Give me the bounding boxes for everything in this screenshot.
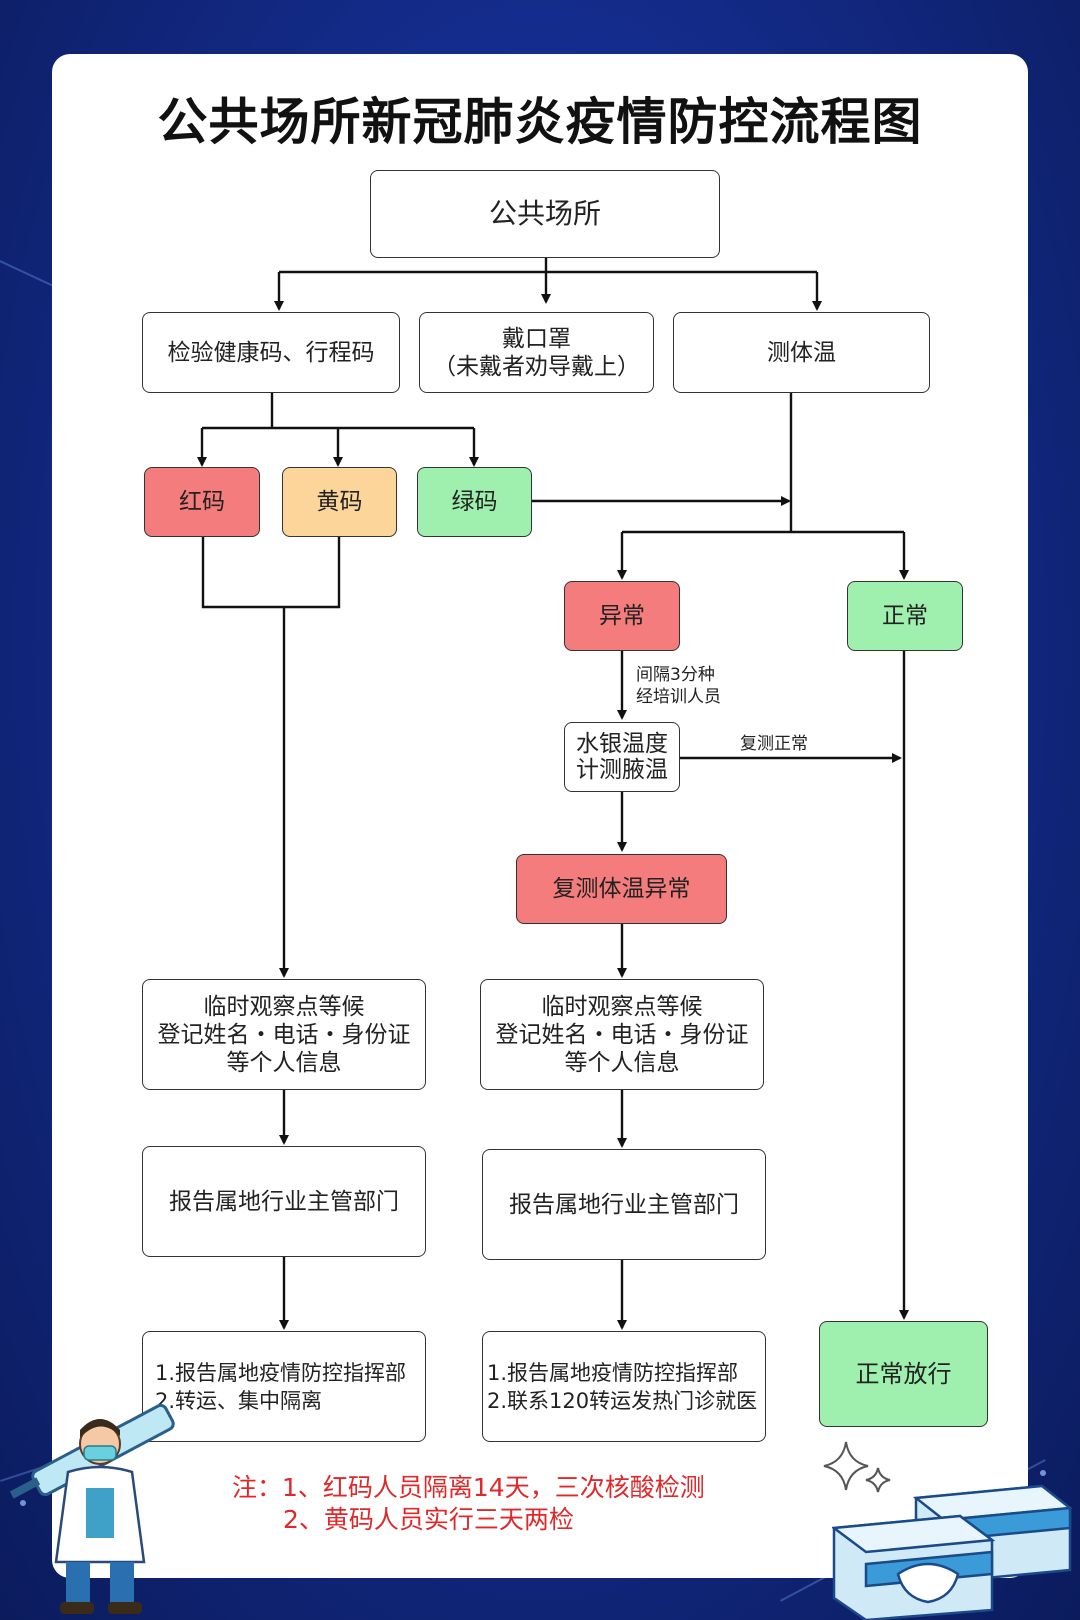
node-abnormal: 异常 — [564, 581, 680, 651]
node-observe-right: 临时观察点等候 登记姓名・电话・身份证 等个人信息 — [480, 979, 764, 1090]
footnote-line-1: 注：1、红码人员隔离14天，三次核酸检测 — [232, 1473, 705, 1502]
node-final-left: 1.报告属地疫情防控指挥部 2.转运、集中隔离 — [142, 1331, 426, 1442]
node-normal: 正常 — [847, 581, 963, 651]
label-retest-normal: 复测正常 — [740, 734, 808, 754]
node-report-right: 报告属地行业主管部门 — [482, 1149, 766, 1260]
node-yellow-code: 黄码 — [282, 467, 397, 537]
sparkle-icon — [823, 1441, 891, 1493]
node-public-place: 公共场所 — [370, 170, 720, 258]
node-final-right: 1.报告属地疫情防控指挥部 2.联系120转运发热门诊就医 — [482, 1331, 766, 1442]
node-pass: 正常放行 — [819, 1321, 988, 1427]
footnote: 注：1、红码人员隔离14天，三次核酸检测 2、黄码人员实行三天两检 — [232, 1472, 705, 1536]
node-retest-abnormal: 复测体温异常 — [516, 854, 727, 924]
mask-boxes-illustration — [832, 1484, 1072, 1620]
node-mask: 戴口罩 （未戴者劝导戴上） — [419, 312, 654, 393]
node-red-code: 红码 — [144, 467, 260, 537]
node-mercury: 水银温度 计测腋温 — [564, 722, 680, 792]
footnote-line-2: 2、黄码人员实行三天两检 — [283, 1505, 574, 1534]
node-observe-left: 临时观察点等候 登记姓名・电话・身份证 等个人信息 — [142, 979, 426, 1090]
label-interval: 间隔3分种 经培训人员 — [636, 665, 721, 707]
page-title: 公共场所新冠肺炎疫情防控流程图 — [157, 93, 923, 151]
doctor-syringe-illustration — [9, 1403, 175, 1614]
node-report-left: 报告属地行业主管部门 — [142, 1146, 426, 1257]
node-green-code: 绿码 — [417, 467, 532, 537]
node-check-code: 检验健康码、行程码 — [142, 312, 400, 393]
node-temperature: 测体温 — [673, 312, 930, 393]
